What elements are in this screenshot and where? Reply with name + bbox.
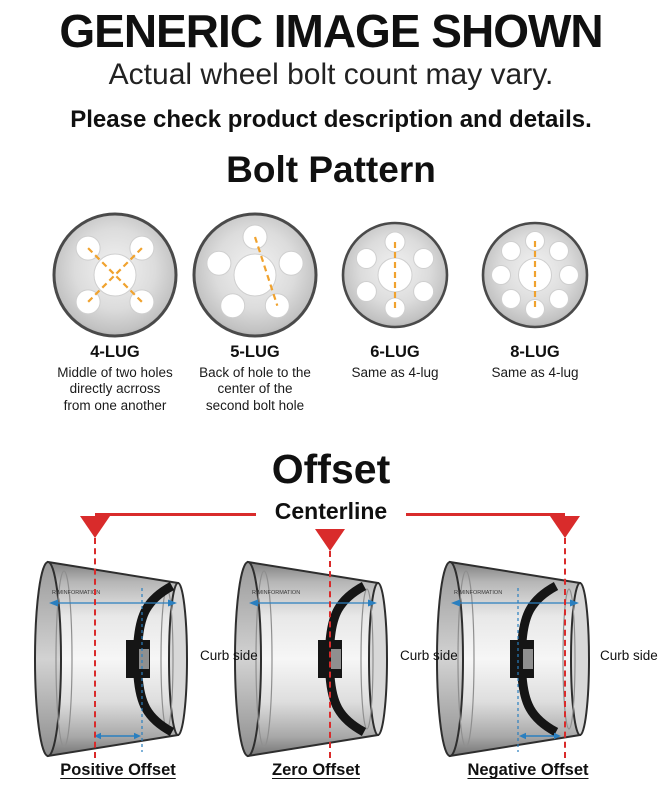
lug-count-label: 4-LUG xyxy=(90,343,140,361)
curb-side-label: Curb side xyxy=(400,648,458,663)
outboard-face xyxy=(368,582,388,736)
lug-hole xyxy=(206,250,232,276)
lug-hole xyxy=(129,289,155,315)
lug-hole xyxy=(549,241,569,261)
lug-hole xyxy=(278,250,304,276)
bolt-pattern-item-5lug: 5-LUG Back of hole to the center of the … xyxy=(180,210,330,414)
rim-info-text: RIMINFORMATION xyxy=(252,590,300,596)
bead-contour xyxy=(562,588,576,730)
bolt-pattern-item-6lug: 6-LUG Same as 4-lug xyxy=(320,210,470,381)
rim-width-arrow-icon xyxy=(49,599,177,607)
centerline-marker-icon xyxy=(315,529,345,551)
wheel-cross-section-negative-icon: RIMINFORMATION xyxy=(436,560,590,758)
inboard-face xyxy=(34,561,62,757)
lug-description: Same as 4-lug xyxy=(351,365,439,380)
lug-hole xyxy=(413,248,435,269)
lug-description: Middle of two holes directly acrross fro… xyxy=(57,365,173,413)
bead-contour xyxy=(255,570,273,748)
note-text: Please check product description and det… xyxy=(70,106,592,133)
offset-distance-arrow-icon xyxy=(94,732,141,740)
centerline-dashed-line xyxy=(94,538,96,758)
curb-side-label: Curb side xyxy=(200,648,258,663)
lug-hole xyxy=(559,265,579,285)
rim-width-arrow-icon xyxy=(249,599,377,607)
positive-offset-label: Positive Offset xyxy=(60,761,176,779)
lug-description: Back of hole to the center of the second… xyxy=(199,365,311,413)
wheel-cross-section-positive-icon: RIMINFORMATION xyxy=(34,560,188,758)
zero-offset-label: Zero Offset xyxy=(271,761,360,779)
main-title: GENERIC IMAGE SHOWN xyxy=(59,5,603,57)
inboard-face xyxy=(436,561,464,757)
inboard-face xyxy=(234,561,262,757)
hub-bore xyxy=(331,649,341,669)
measurement-line xyxy=(87,247,143,303)
bead-contour xyxy=(360,588,374,730)
centerline-marker-icon xyxy=(80,516,110,538)
lug-count-label: 5-LUG xyxy=(230,343,280,361)
hub-icon-wrap xyxy=(40,210,190,340)
lug-hole xyxy=(75,289,101,315)
hub-icon-wrap xyxy=(460,210,610,340)
spoke-bottom xyxy=(517,675,559,736)
lug-hole xyxy=(355,281,377,302)
lug-hole xyxy=(491,265,511,285)
hub-icon-wrap xyxy=(320,210,470,340)
spoke-bottom xyxy=(133,675,175,736)
lug-hole xyxy=(355,248,377,269)
rim-info-text: RIMINFORMATION xyxy=(52,590,100,596)
center-bore xyxy=(93,253,137,297)
bead-contour xyxy=(457,570,475,748)
negative-offset-label: Negative Offset xyxy=(467,761,589,779)
rim-width-arrow-icon xyxy=(451,599,579,607)
bolt-pattern-title: Bolt Pattern xyxy=(226,149,436,190)
hub-icon-wrap xyxy=(180,210,330,340)
lug-hole xyxy=(264,293,290,319)
wheel-hub-4lug-icon xyxy=(52,212,178,338)
lug-count-label: 6-LUG xyxy=(370,343,420,361)
wheel-hub-5lug-icon xyxy=(192,212,318,338)
hub-bore xyxy=(139,649,149,669)
lug-hole xyxy=(220,293,246,319)
lug-count-label: 8-LUG xyxy=(510,343,560,361)
offset-title: Offset xyxy=(271,446,391,492)
measurement-line xyxy=(253,236,279,307)
bolt-pattern-item-8lug: 8-LUG Same as 4-lug xyxy=(460,210,610,381)
wheel-hub-8lug-icon xyxy=(481,221,589,329)
outboard-face xyxy=(570,582,590,736)
centerline-dashed-line xyxy=(329,551,331,758)
centerline-marker-icon xyxy=(550,516,580,538)
center-bore xyxy=(233,253,277,297)
subtitle: Actual wheel bolt count may vary. xyxy=(108,58,554,91)
bead-contour xyxy=(55,570,73,748)
centerline-dashed-line xyxy=(564,538,566,758)
lug-description: Same as 4-lug xyxy=(491,365,579,380)
curb-side-label: Curb side xyxy=(600,648,658,663)
lug-hole xyxy=(525,299,545,319)
spoke-top xyxy=(517,582,559,643)
outboard-face xyxy=(168,582,188,736)
rim-info-text: RIMINFORMATION xyxy=(454,590,502,596)
lug-hole xyxy=(549,289,569,309)
lug-hole xyxy=(413,281,435,302)
lug-hole xyxy=(501,289,521,309)
lug-hole xyxy=(501,241,521,261)
offset-distance-arrow-icon xyxy=(519,732,561,740)
wheel-hub-6lug-icon xyxy=(341,221,449,329)
centerline-label: Centerline xyxy=(256,497,406,525)
bolt-pattern-item-4lug: 4-LUG Middle of two holes directly acrro… xyxy=(40,210,190,414)
hub-bore xyxy=(523,649,533,669)
spoke-top xyxy=(133,582,175,643)
